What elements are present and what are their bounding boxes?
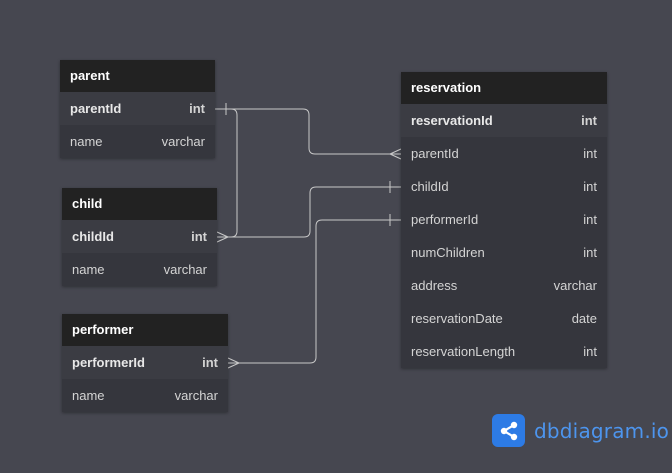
table-header[interactable]: reservation <box>401 72 607 104</box>
field-type: int <box>581 113 597 128</box>
field-row[interactable]: childId int <box>401 170 607 203</box>
field-name: numChildren <box>411 245 485 260</box>
table-performer[interactable]: performer performerId int name varchar <box>62 314 228 412</box>
field-type: varchar <box>553 278 597 293</box>
table-header[interactable]: child <box>62 188 217 220</box>
field-name: parentId <box>70 101 122 116</box>
share-nodes-icon <box>492 414 525 447</box>
brand-logo-link[interactable]: dbdiagram.io <box>492 414 669 447</box>
field-name: childId <box>72 229 114 244</box>
field-type: int <box>583 179 597 194</box>
many-marker <box>227 357 240 369</box>
field-row[interactable]: reservationId int <box>401 104 607 137</box>
field-type: varchar <box>163 262 207 277</box>
field-row[interactable]: address varchar <box>401 269 607 302</box>
field-name: address <box>411 278 458 293</box>
table-reservation[interactable]: reservation reservationId int parentId i… <box>401 72 607 368</box>
table-parent[interactable]: parent parentId int name varchar <box>60 60 215 158</box>
field-name: name <box>72 388 105 403</box>
field-type: int <box>189 101 205 116</box>
field-row[interactable]: name varchar <box>60 125 215 158</box>
field-row[interactable]: reservationLength int <box>401 335 607 368</box>
field-row[interactable]: parentId int <box>60 92 215 125</box>
many-marker <box>389 148 402 160</box>
field-name: reservationDate <box>411 311 503 326</box>
field-row[interactable]: parentId int <box>401 137 607 170</box>
field-type: int <box>191 229 207 244</box>
field-name: name <box>70 134 103 149</box>
field-type: int <box>202 355 218 370</box>
field-row[interactable]: numChildren int <box>401 236 607 269</box>
field-row[interactable]: name varchar <box>62 379 228 412</box>
field-name: childId <box>411 179 449 194</box>
connector-reservation-performer[interactable] <box>228 219 401 364</box>
field-type: int <box>583 344 597 359</box>
field-row[interactable]: name varchar <box>62 253 217 286</box>
table-header[interactable]: parent <box>60 60 215 92</box>
field-name: name <box>72 262 105 277</box>
field-type: int <box>583 212 597 227</box>
connector-parent-child[interactable] <box>215 108 238 238</box>
field-type: int <box>583 245 597 260</box>
field-name: performerId <box>411 212 479 227</box>
field-name: parentId <box>411 146 459 161</box>
field-row[interactable]: performerId int <box>62 346 228 379</box>
field-row[interactable]: reservationDate date <box>401 302 607 335</box>
field-type: int <box>583 146 597 161</box>
field-name: reservationLength <box>411 344 516 359</box>
brand-name: dbdiagram.io <box>534 418 670 443</box>
connector-reservation-child[interactable] <box>217 186 401 238</box>
field-name: performerId <box>72 355 145 370</box>
table-header[interactable]: performer <box>62 314 228 346</box>
many-marker <box>216 231 229 243</box>
field-type: date <box>571 311 597 326</box>
field-row[interactable]: childId int <box>62 220 217 253</box>
field-row[interactable]: performerId int <box>401 203 607 236</box>
connector-parent-reservation[interactable] <box>215 108 401 155</box>
field-name: reservationId <box>411 113 493 128</box>
field-type: varchar <box>174 388 218 403</box>
field-type: varchar <box>161 134 205 149</box>
table-child[interactable]: child childId int name varchar <box>62 188 217 286</box>
